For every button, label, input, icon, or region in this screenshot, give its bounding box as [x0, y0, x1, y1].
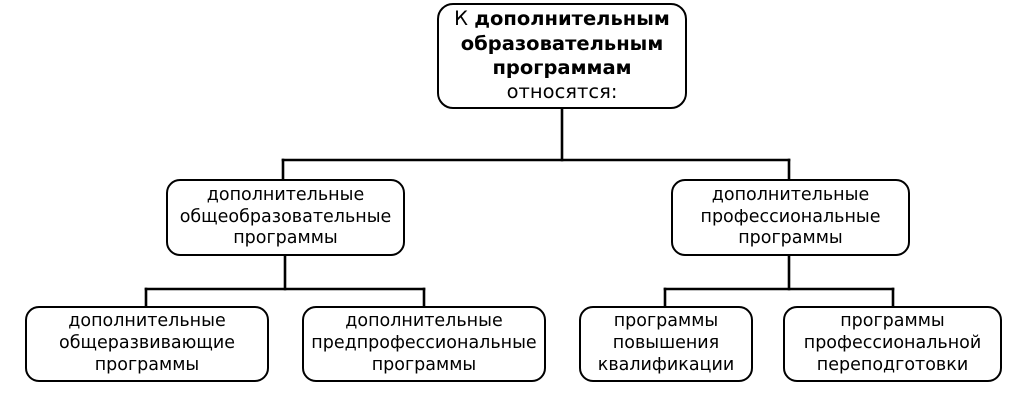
node-professional-retraining-programs-label: программы профессиональной переподготовк…	[803, 311, 982, 375]
node-root-emphasis: дополнительным образовательным программа…	[460, 7, 670, 79]
node-preprofessional-programs-label: дополнительные предпрофессиональные прог…	[311, 311, 537, 375]
node-general-developing-programs: дополнительные общеразвивающие программы	[25, 306, 269, 382]
node-root: К дополнительным образовательным програм…	[437, 3, 687, 109]
node-supplementary-general-programs: дополнительные общеобразовательные прогр…	[166, 179, 405, 256]
node-preprofessional-programs: дополнительные предпрофессиональные прог…	[302, 306, 546, 382]
node-qualification-improvement-programs: программы повышения квалификации	[579, 306, 753, 382]
node-root-tail: относятся:	[506, 80, 618, 104]
node-supplementary-professional-programs: дополнительные профессиональные программ…	[671, 179, 910, 256]
node-root-label: К дополнительным образовательным програм…	[439, 7, 685, 105]
node-general-developing-programs-label: дополнительные общеразвивающие программы	[59, 311, 235, 375]
node-professional-retraining-programs: программы профессиональной переподготовк…	[783, 306, 1002, 382]
node-supplementary-general-programs-label: дополнительные общеобразовательные прогр…	[179, 184, 392, 249]
node-qualification-improvement-programs-label: программы повышения квалификации	[597, 311, 735, 375]
node-root-lead: К	[454, 7, 475, 31]
node-supplementary-professional-programs-label: дополнительные профессиональные программ…	[700, 184, 881, 249]
